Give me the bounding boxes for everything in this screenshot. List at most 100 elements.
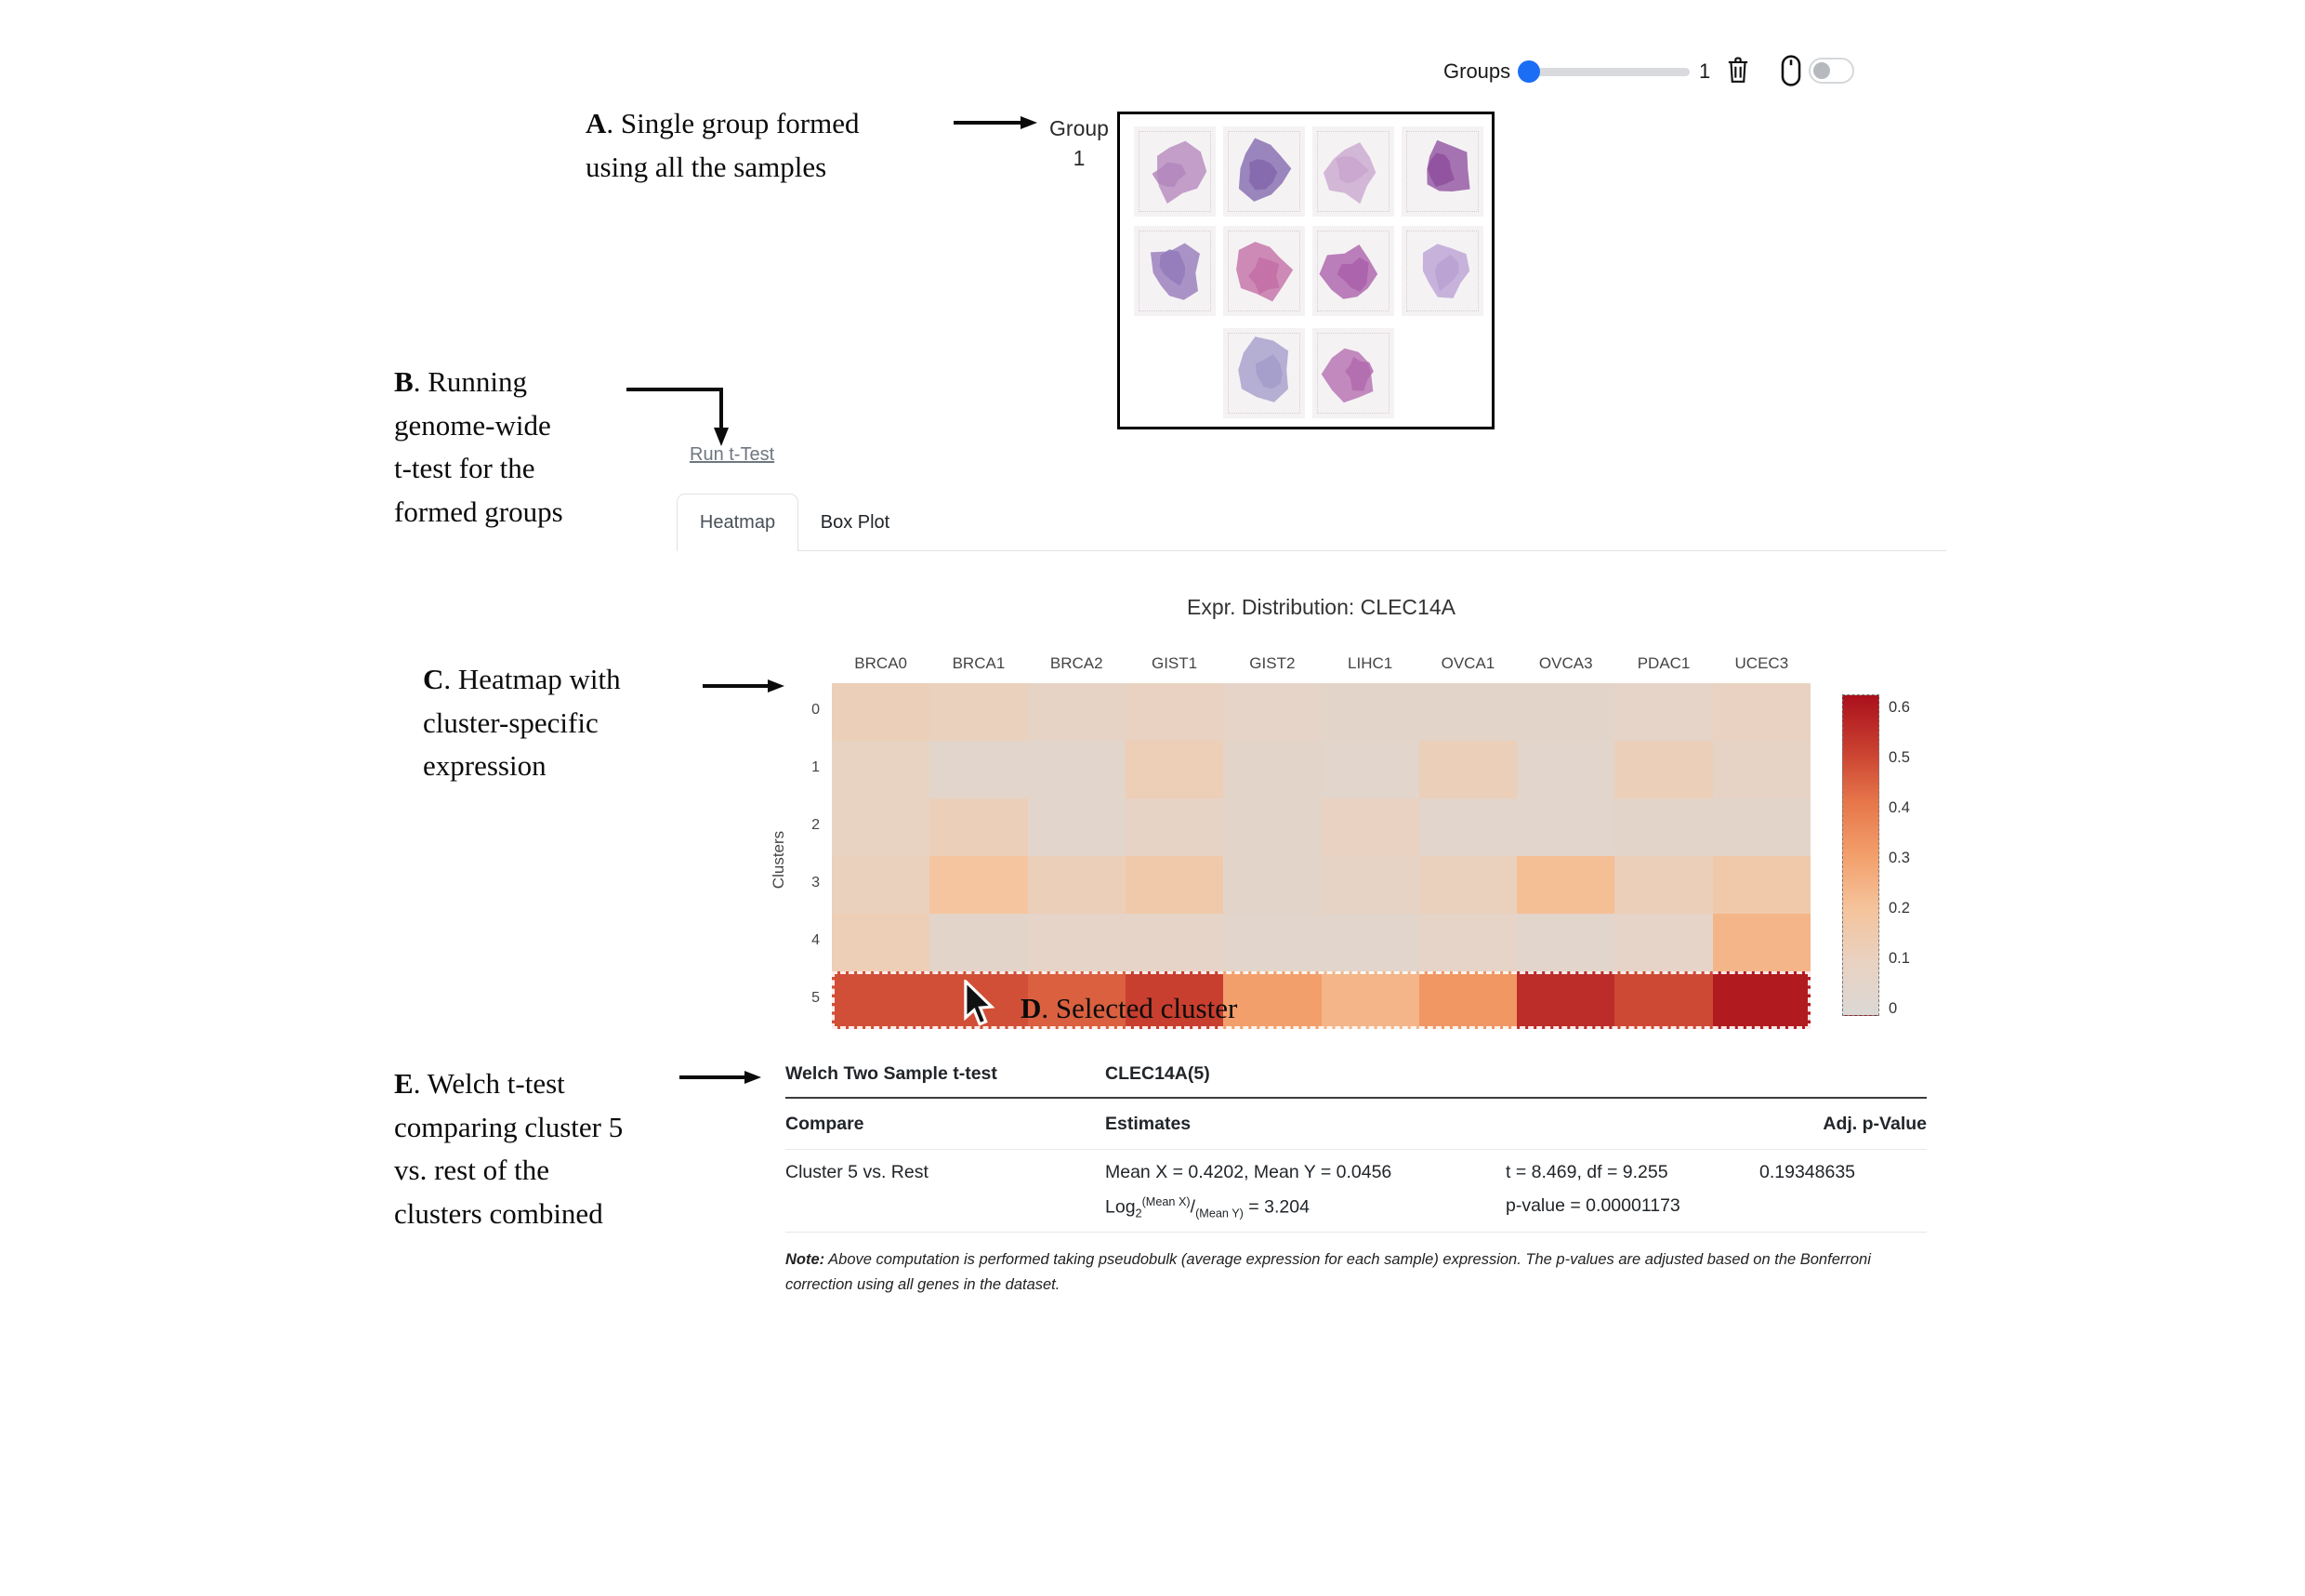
heatmap-cell-BRCA2-cluster2[interactable] <box>1027 798 1126 856</box>
heatmap-grid <box>832 683 1811 1029</box>
groups-slider-thumb[interactable] <box>1518 60 1540 83</box>
heatmap-cell-BRCA0-cluster3[interactable] <box>832 856 930 914</box>
heatmap-cell-GIST2-cluster5[interactable] <box>1223 971 1322 1029</box>
tissue-sample-thumbnail-5[interactable] <box>1134 226 1216 316</box>
heatmap-cell-BRCA2-cluster4[interactable] <box>1027 914 1126 971</box>
tissue-sample-thumbnail-3[interactable] <box>1312 126 1394 217</box>
heatmap-cell-UCEC3-cluster0[interactable] <box>1712 683 1811 741</box>
heatmap-cell-BRCA0-cluster0[interactable] <box>832 683 930 741</box>
heatmap-cell-BRCA1-cluster3[interactable] <box>929 856 1028 914</box>
tissue-sample-thumbnail-1[interactable] <box>1134 126 1216 217</box>
heatmap-cell-BRCA1-cluster1[interactable] <box>929 741 1028 798</box>
delete-group-button[interactable] <box>1725 56 1751 86</box>
group-label-number: 1 <box>1073 146 1086 171</box>
heatmap-cell-BRCA0-cluster1[interactable] <box>832 741 930 798</box>
arrow-c-icon <box>703 678 786 699</box>
sample-fiducial-frame <box>1317 231 1390 311</box>
toggle-knob <box>1813 62 1830 79</box>
heatmap-cell-PDAC1-cluster2[interactable] <box>1614 798 1713 856</box>
heatmap-cell-UCEC3-cluster4[interactable] <box>1712 914 1811 971</box>
heatmap-cell-GIST1-cluster0[interactable] <box>1125 683 1224 741</box>
heatmap-cell-BRCA2-cluster3[interactable] <box>1027 856 1126 914</box>
heatmap-cell-OVCA3-cluster3[interactable] <box>1517 856 1615 914</box>
heatmap-cell-UCEC3-cluster2[interactable] <box>1712 798 1811 856</box>
run-ttest-link[interactable]: Run t-Test <box>690 444 775 465</box>
heatmap-title: Expr. Distribution: CLEC14A <box>1187 595 1455 619</box>
heatmap-cell-OVCA3-cluster4[interactable] <box>1517 914 1615 971</box>
annotation-b: B. Running genome-wide t-test for the fo… <box>394 365 563 528</box>
heatmap-cell-BRCA1-cluster2[interactable] <box>929 798 1028 856</box>
groups-slider[interactable] <box>1518 60 1690 83</box>
heatmap-cell-LIHC1-cluster4[interactable] <box>1321 914 1419 971</box>
heatmap-cell-UCEC3-cluster5[interactable] <box>1712 971 1811 1029</box>
heatmap-cell-GIST2-cluster4[interactable] <box>1223 914 1322 971</box>
heatmap-y-label-4: 4 <box>811 932 820 948</box>
tabbar-divider <box>798 550 1946 551</box>
heatmap-y-label-1: 1 <box>811 759 820 775</box>
table-note: Note: Above computation is performed tak… <box>785 1251 1871 1294</box>
heatmap-cell-BRCA0-cluster2[interactable] <box>832 798 930 856</box>
tab-box-plot[interactable]: Box Plot <box>820 511 890 533</box>
heatmap-cell-BRCA1-cluster4[interactable] <box>929 914 1028 971</box>
heatmap-cell-GIST1-cluster1[interactable] <box>1125 741 1224 798</box>
heatmap-cell-BRCA2-cluster0[interactable] <box>1027 683 1126 741</box>
heatmap-cell-PDAC1-cluster4[interactable] <box>1614 914 1713 971</box>
heatmap-cell-BRCA2-cluster5[interactable] <box>1027 971 1126 1029</box>
cell-t-df: t = 8.469, df = 9.255 <box>1506 1162 1668 1182</box>
heatmap-cell-OVCA1-cluster2[interactable] <box>1418 798 1518 856</box>
heatmap-cell-PDAC1-cluster5[interactable] <box>1614 971 1713 1029</box>
table-rule-top <box>785 1097 1927 1099</box>
heatmap-cell-GIST1-cluster4[interactable] <box>1125 914 1224 971</box>
group-label: Group 1 <box>1047 113 1112 173</box>
heatmap-cell-PDAC1-cluster1[interactable] <box>1614 741 1713 798</box>
mouse-cursor-icon <box>957 978 996 1033</box>
heatmap-cell-BRCA0-cluster5[interactable] <box>832 971 930 1029</box>
col-header-adj-p-value: Adj. p-Value <box>1823 1114 1927 1134</box>
tissue-sample-thumbnail-2[interactable] <box>1223 126 1305 217</box>
colorbar-tick-0.5: 0.5 <box>1889 749 1910 766</box>
heatmap-cell-GIST2-cluster1[interactable] <box>1223 741 1322 798</box>
cell-estimates-line1: Mean X = 0.4202, Mean Y = 0.0456 <box>1105 1162 1392 1182</box>
heatmap-cell-UCEC3-cluster3[interactable] <box>1712 856 1811 914</box>
heatmap-x-label-OVCA1: OVCA1 <box>1441 654 1495 672</box>
heatmap-cell-PDAC1-cluster3[interactable] <box>1614 856 1713 914</box>
heatmap-cell-BRCA2-cluster1[interactable] <box>1027 741 1126 798</box>
heatmap-cell-UCEC3-cluster1[interactable] <box>1712 741 1811 798</box>
tissue-sample-thumbnail-4[interactable] <box>1402 126 1483 217</box>
heatmap-cell-OVCA1-cluster4[interactable] <box>1418 914 1518 971</box>
tissue-sample-thumbnail-6[interactable] <box>1223 226 1305 316</box>
heatmap-cell-PDAC1-cluster0[interactable] <box>1614 683 1713 741</box>
heatmap-cell-GIST1-cluster3[interactable] <box>1125 856 1224 914</box>
tab-heatmap[interactable]: Heatmap <box>677 494 798 551</box>
mode-toggle-switch[interactable] <box>1809 58 1854 84</box>
heatmap-cell-GIST1-cluster5[interactable] <box>1125 971 1224 1029</box>
heatmap-cell-OVCA1-cluster1[interactable] <box>1418 741 1518 798</box>
cell-estimates-line2: Log2(Mean X)/(Mean Y) = 3.204 <box>1105 1195 1310 1220</box>
heatmap-cell-OVCA1-cluster0[interactable] <box>1418 683 1518 741</box>
heatmap-cell-GIST2-cluster2[interactable] <box>1223 798 1322 856</box>
heatmap-cell-GIST2-cluster3[interactable] <box>1223 856 1322 914</box>
heatmap-cell-BRCA1-cluster0[interactable] <box>929 683 1028 741</box>
heatmap-cell-LIHC1-cluster1[interactable] <box>1321 741 1419 798</box>
heatmap-cell-OVCA1-cluster5[interactable] <box>1418 971 1518 1029</box>
mouse-icon[interactable] <box>1781 55 1801 86</box>
heatmap-cell-GIST2-cluster0[interactable] <box>1223 683 1322 741</box>
heatmap-cell-OVCA1-cluster3[interactable] <box>1418 856 1518 914</box>
heatmap-cell-LIHC1-cluster2[interactable] <box>1321 798 1419 856</box>
tissue-sample-thumbnail-9[interactable] <box>1223 328 1305 418</box>
heatmap-cell-LIHC1-cluster3[interactable] <box>1321 856 1419 914</box>
heatmap-cell-OVCA3-cluster2[interactable] <box>1517 798 1615 856</box>
heatmap-cell-OVCA3-cluster1[interactable] <box>1517 741 1615 798</box>
heatmap-cell-OVCA3-cluster0[interactable] <box>1517 683 1615 741</box>
cell-p-value: p-value = 0.00001173 <box>1506 1195 1680 1216</box>
tissue-sample-thumbnail-8[interactable] <box>1402 226 1483 316</box>
heatmap-cell-LIHC1-cluster5[interactable] <box>1321 971 1419 1029</box>
heatmap-cell-LIHC1-cluster0[interactable] <box>1321 683 1419 741</box>
heatmap-cell-OVCA3-cluster5[interactable] <box>1517 971 1615 1029</box>
colorbar-tick-0.2: 0.2 <box>1889 900 1910 917</box>
heatmap-cell-BRCA0-cluster4[interactable] <box>832 914 930 971</box>
annotation-e: E. Welch t-test comparing cluster 5 vs. … <box>394 1067 624 1230</box>
tissue-sample-thumbnail-10[interactable] <box>1312 328 1394 418</box>
tissue-sample-thumbnail-7[interactable] <box>1312 226 1394 316</box>
heatmap-cell-GIST1-cluster2[interactable] <box>1125 798 1224 856</box>
